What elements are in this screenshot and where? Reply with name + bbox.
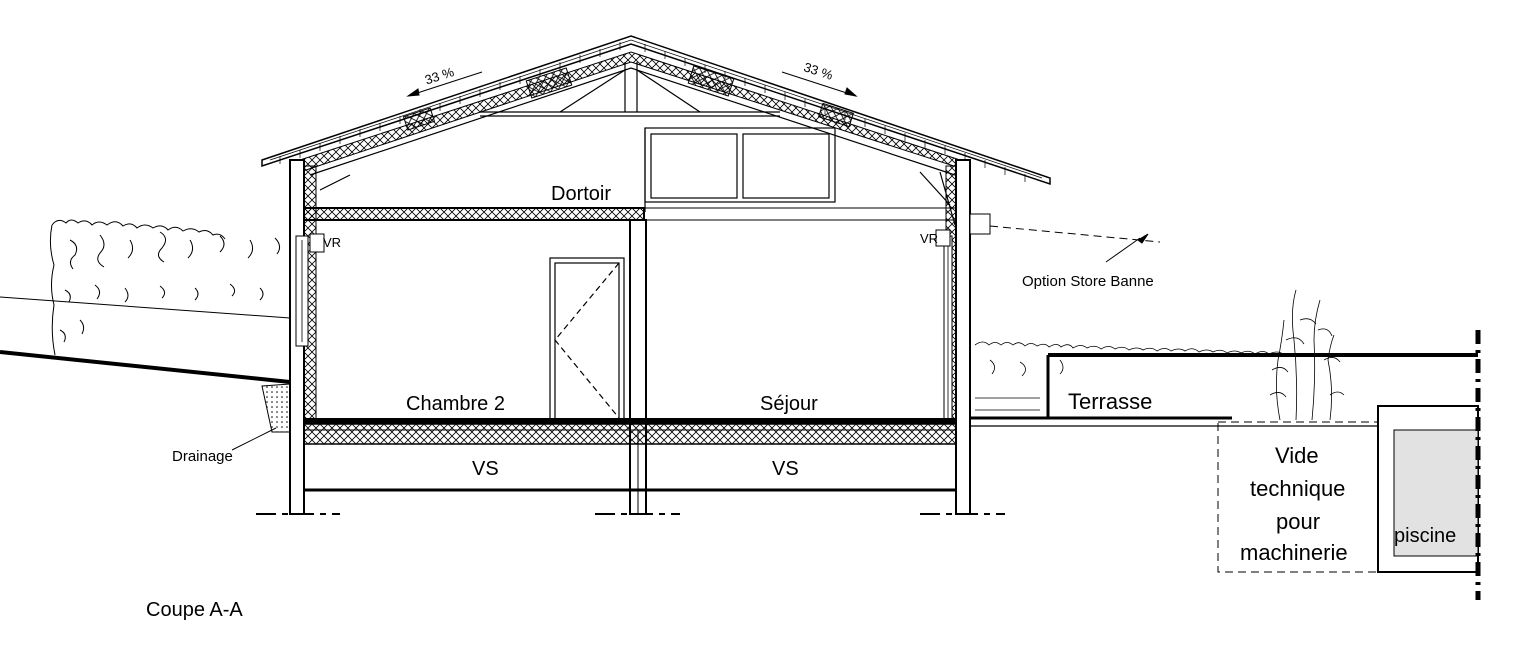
void-label-line3: pour xyxy=(1276,509,1320,534)
vr-label-left: VR xyxy=(323,235,341,250)
drawing-title: Coupe A-A xyxy=(146,599,243,621)
door xyxy=(549,257,625,421)
vs-label-right: VS xyxy=(772,458,799,480)
mezzanine-floor xyxy=(303,207,956,221)
wall-left xyxy=(289,159,325,515)
drainage-label: Drainage xyxy=(172,448,233,465)
pool xyxy=(1377,330,1481,600)
void-label-line2: technique xyxy=(1250,476,1345,501)
void-label-line4: machinerie xyxy=(1240,540,1348,565)
crawl-space xyxy=(256,488,1005,515)
slope-label-left: 33 % xyxy=(423,64,456,88)
slope-label-right: 33 % xyxy=(802,59,835,83)
roof xyxy=(261,35,1051,226)
room-label-chambre: Chambre 2 xyxy=(406,393,505,415)
wall-right xyxy=(935,159,991,515)
shrub xyxy=(1269,289,1345,421)
vs-label-left: VS xyxy=(472,458,499,480)
vr-label-right: VR xyxy=(920,231,938,246)
awning-option xyxy=(989,225,1161,263)
pool-label: piscine xyxy=(1394,525,1456,547)
partition-wall xyxy=(629,219,647,515)
void-label-line1: Vide xyxy=(1275,443,1319,468)
store-label: Option Store Banne xyxy=(1022,273,1154,290)
room-label-terrasse: Terrasse xyxy=(1068,389,1152,414)
floor-slab xyxy=(303,418,957,445)
ground-left xyxy=(0,350,291,451)
clerestory-window xyxy=(644,127,836,212)
hedge-left xyxy=(49,219,281,356)
room-label-dortoir: Dortoir xyxy=(551,183,611,205)
room-label-sejour: Séjour xyxy=(760,393,818,415)
